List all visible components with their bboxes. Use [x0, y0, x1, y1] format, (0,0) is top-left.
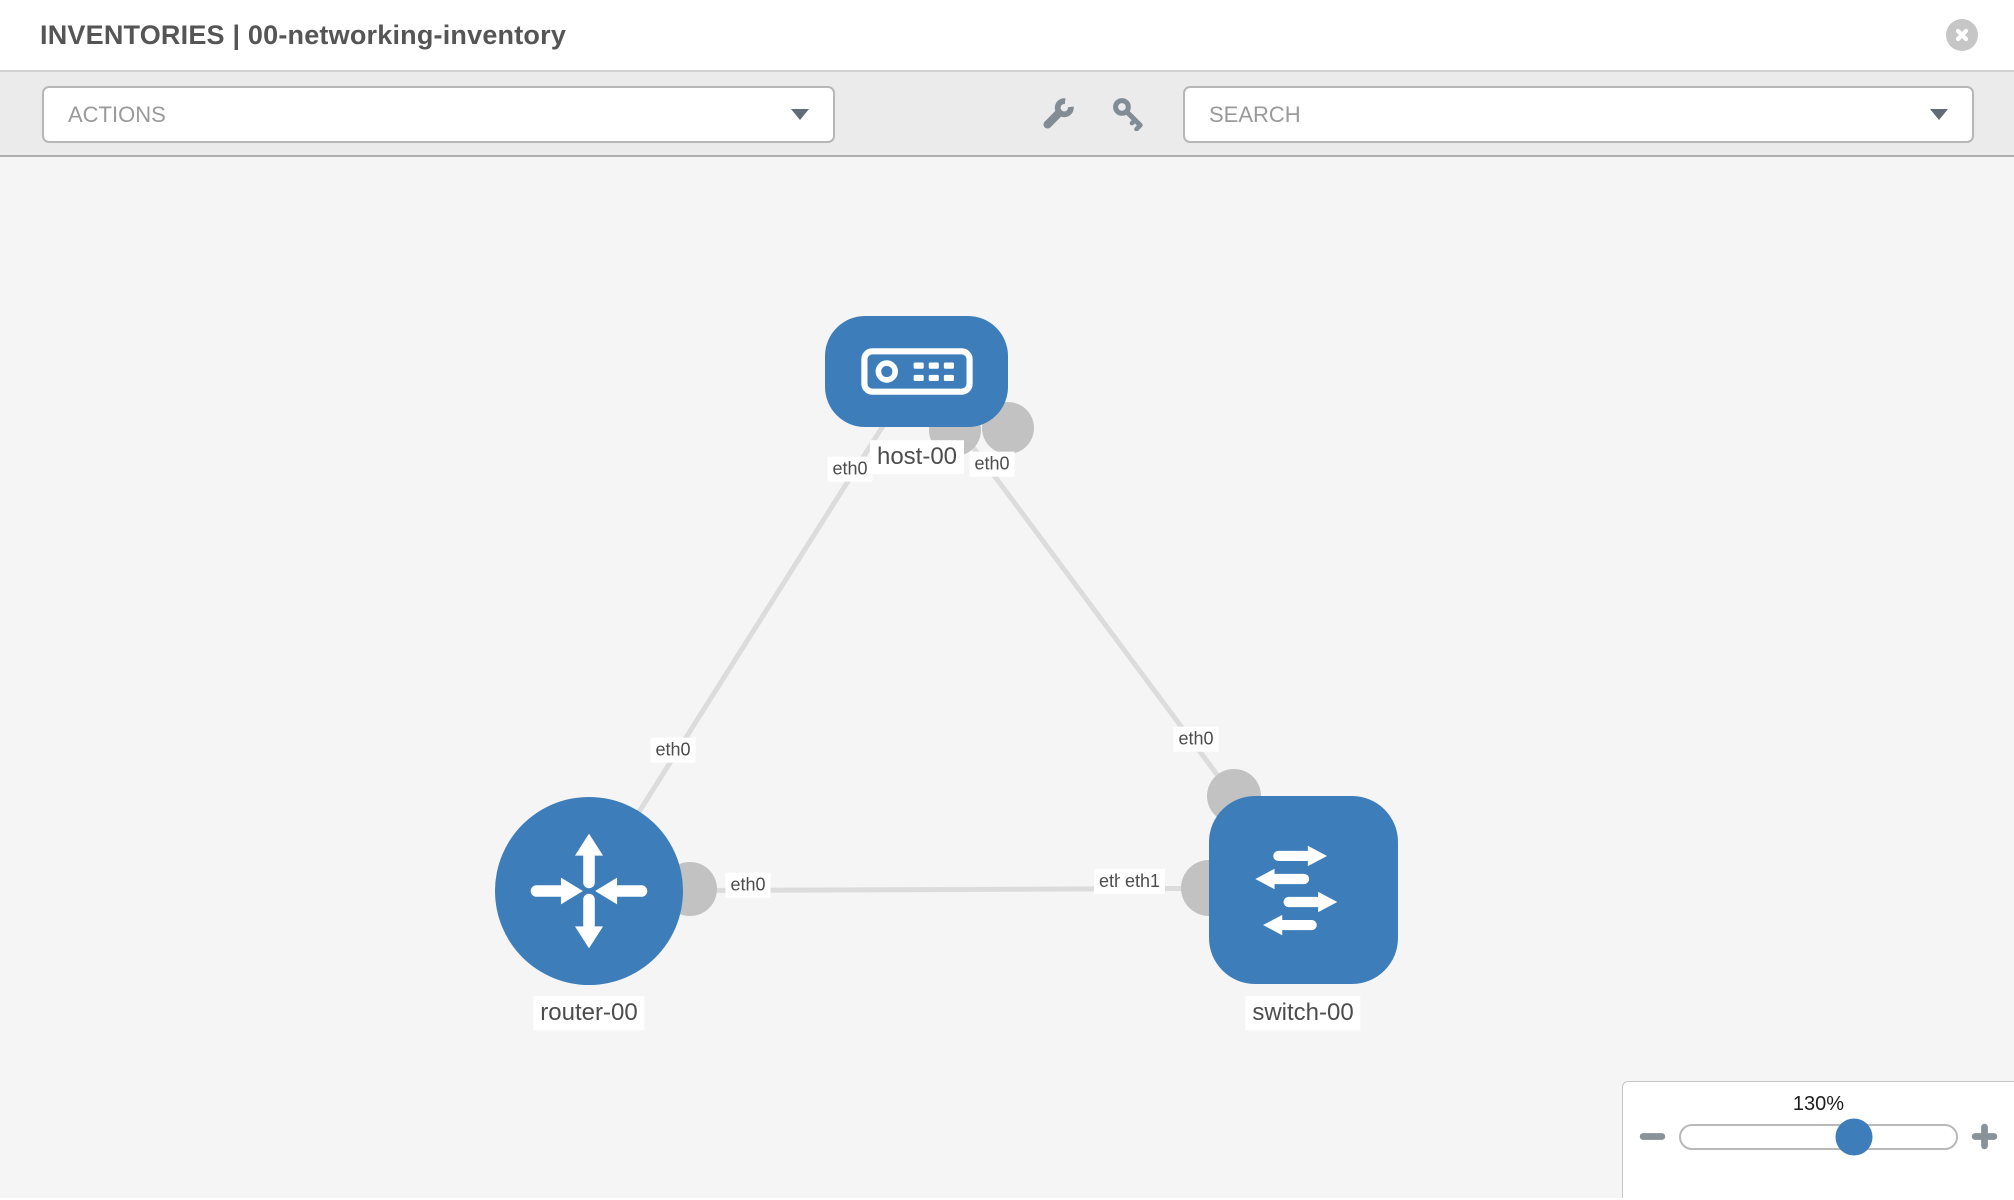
toolbar-icon-group	[1040, 72, 1146, 155]
router-icon	[530, 833, 648, 949]
topology-wires	[586, 370, 1306, 916]
interface-label: eth1	[1120, 869, 1166, 894]
search-dropdown[interactable]: SEARCH	[1183, 86, 1974, 143]
interface-label: eth0	[1173, 726, 1219, 752]
node-switch-00[interactable]	[1209, 796, 1398, 984]
switch-icon	[1254, 845, 1337, 935]
page-title: INVENTORIES | 00-networking-inventory	[40, 19, 567, 50]
search-placeholder: SEARCH	[1209, 101, 1301, 127]
host-icon	[860, 348, 973, 395]
zoom-slider-track[interactable]	[1679, 1118, 1958, 1155]
topology-canvas[interactable]: host-00 router-00 switch-00 eth0 eth0 et…	[0, 157, 2014, 1198]
interface-label: eth0	[725, 872, 771, 898]
zoom-slider-handle[interactable]	[1835, 1118, 1873, 1155]
interface-label: eth0	[650, 737, 696, 763]
actions-dropdown-label: ACTIONS	[68, 101, 166, 127]
close-icon	[1955, 28, 1969, 42]
actions-dropdown[interactable]: ACTIONS	[42, 86, 835, 143]
chevron-down-icon	[791, 109, 809, 120]
key-icon[interactable]	[1111, 96, 1146, 131]
chevron-down-icon	[1930, 109, 1948, 120]
node-router-00[interactable]	[495, 797, 683, 985]
node-label: switch-00	[1245, 996, 1361, 1030]
header: INVENTORIES | 00-networking-inventory	[0, 0, 2014, 72]
zoom-out-icon[interactable]	[1639, 1123, 1666, 1150]
interface-label: eth0	[969, 451, 1015, 477]
wrench-icon[interactable]	[1040, 95, 1077, 132]
node-label: host-00	[869, 440, 965, 474]
zoom-slider-row	[1623, 1118, 2014, 1155]
node-label: router-00	[533, 996, 645, 1030]
node-host-00[interactable]	[825, 316, 1008, 427]
interface-label: eth0	[827, 456, 873, 482]
toolbar: ACTIONS	[0, 72, 2014, 157]
zoom-level-value: 130%	[1792, 1093, 1845, 1115]
zoom-control-panel: 130%	[1622, 1081, 2014, 1198]
close-button[interactable]	[1946, 19, 1978, 51]
zoom-in-icon[interactable]	[1971, 1123, 1998, 1150]
